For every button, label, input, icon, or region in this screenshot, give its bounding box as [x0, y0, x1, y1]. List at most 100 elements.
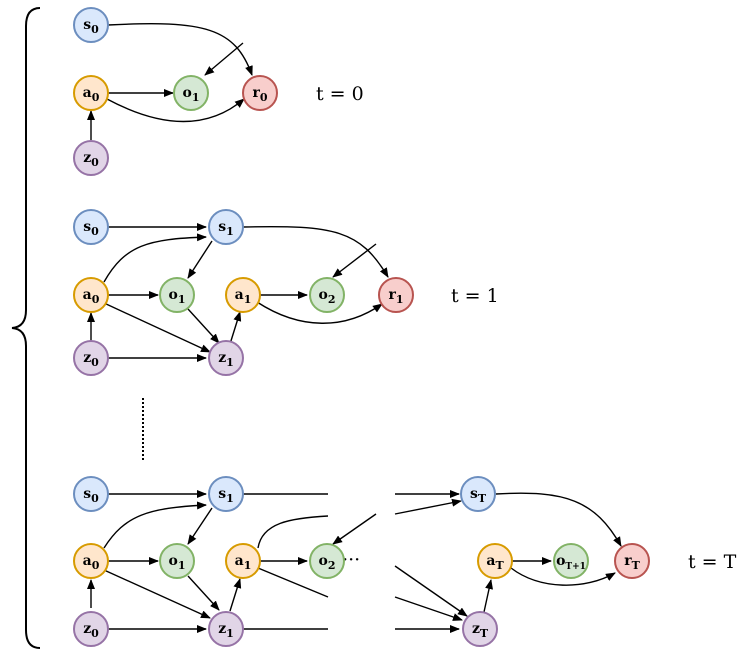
node-label: sT	[470, 486, 487, 505]
node-o1: o1	[159, 543, 195, 579]
node-label: s0	[83, 219, 99, 238]
node-z1: z1	[208, 611, 244, 647]
node-circle	[208, 209, 244, 245]
node-circle	[477, 543, 513, 579]
node-circle	[73, 611, 109, 647]
node-a1: a1	[225, 543, 261, 579]
node-label: rT	[624, 553, 640, 572]
node-subscript: 0	[91, 492, 99, 505]
node-subscript: 1	[396, 293, 404, 306]
node-subscript: 1	[192, 91, 200, 104]
node-subscript: 2	[328, 293, 336, 306]
node-circle	[208, 476, 244, 512]
node-subscript: 1	[226, 225, 234, 238]
node-s1: s1	[208, 476, 244, 512]
edge-a0-z1-tT	[103, 569, 211, 619]
node-label: a1	[235, 553, 252, 572]
node-circle	[462, 611, 498, 647]
node-subscript: 0	[91, 356, 99, 369]
edge-in-o1	[204, 42, 244, 76]
node-label: o1	[169, 287, 186, 306]
node-circle	[73, 543, 109, 579]
node-subscript: T	[480, 627, 489, 640]
node-subscript: 0	[91, 23, 99, 36]
node-subscript: T+1	[565, 562, 586, 572]
node-subscript: 0	[92, 91, 100, 104]
node-subscript: 1	[244, 293, 252, 306]
node-circle	[614, 543, 650, 579]
node-circle	[225, 277, 261, 313]
node-label: o2	[319, 287, 336, 306]
node-z0: z0	[73, 611, 109, 647]
node-circle	[309, 543, 345, 579]
node-circle	[225, 543, 261, 579]
edge-a0-z1	[103, 302, 211, 353]
node-circle	[208, 340, 244, 376]
node-label: z0	[83, 350, 99, 369]
node-label: r1	[388, 287, 403, 306]
node-label: z0	[83, 150, 99, 169]
node-subscript: 1	[226, 627, 234, 640]
node-circle	[159, 277, 195, 313]
node-label: s1	[218, 486, 234, 505]
edge-aT-rT	[510, 567, 616, 586]
node-label: oT+1	[556, 553, 586, 572]
node-o1: o1	[173, 75, 209, 111]
node-label: zT	[472, 621, 489, 640]
edge-s1-o1	[187, 240, 213, 279]
node-circle	[242, 75, 278, 111]
node-circle	[73, 277, 109, 313]
node-o2: o2	[309, 277, 345, 313]
node-label: a0	[83, 85, 100, 104]
node-subscript: 0	[92, 293, 100, 306]
edge-o1-z1	[187, 308, 220, 344]
edge-curve-cont	[257, 515, 329, 549]
edge-a0-s1-tT	[103, 501, 207, 549]
nodes: s0 a0 o1 r0 z0 s0 s1 a0 o1 a1 o2 r1 z0 z…	[73, 7, 650, 647]
edge-in-o2-tT	[332, 513, 377, 545]
node-a0: a0	[73, 75, 109, 111]
node-oT1: oT+1	[553, 543, 589, 579]
edge-zT-aT	[483, 579, 493, 613]
node-circle	[73, 7, 109, 43]
node-rT: rT	[614, 543, 650, 579]
node-circle	[73, 140, 109, 176]
node-subscript: 0	[91, 225, 99, 238]
edge-in-o2	[332, 243, 377, 278]
edge-z1-a1-tT	[229, 578, 242, 612]
node-circle	[159, 543, 195, 579]
time-label-t1: t = 1	[451, 285, 499, 307]
edge-a0-r0	[106, 98, 245, 123]
node-label: o2	[319, 553, 336, 572]
node-circle	[208, 611, 244, 647]
node-label: a1	[235, 287, 252, 306]
node-s0: s0	[73, 7, 109, 43]
edge-s0-r0	[107, 23, 253, 76]
node-sT: sT	[460, 476, 496, 512]
node-circle	[73, 75, 109, 111]
node-circle	[173, 75, 209, 111]
node-subscript: 1	[178, 559, 186, 572]
node-label: s1	[218, 219, 234, 238]
node-label: a0	[83, 553, 100, 572]
edge-cont-zT-2	[394, 565, 468, 617]
time-label-tT: t = T	[688, 551, 737, 573]
node-subscript: 1	[244, 559, 252, 572]
node-a1: a1	[225, 277, 261, 313]
edge-a1-cont	[257, 567, 329, 598]
node-label: s0	[83, 17, 99, 36]
node-label: r0	[252, 85, 267, 104]
node-label: z1	[218, 621, 234, 640]
edge-a0-s1	[103, 233, 207, 283]
edge-z1-a1	[229, 311, 242, 345]
node-circle	[309, 277, 345, 313]
node-subscript: T	[632, 559, 641, 572]
node-subscript: 2	[328, 559, 336, 572]
node-r1: r1	[378, 277, 414, 313]
node-subscript: 1	[178, 293, 186, 306]
edge-a1-r1	[256, 301, 383, 324]
node-r0: r0	[242, 75, 278, 111]
edge-cont-zT-3	[394, 596, 463, 621]
edges: ·····	[87, 23, 622, 633]
